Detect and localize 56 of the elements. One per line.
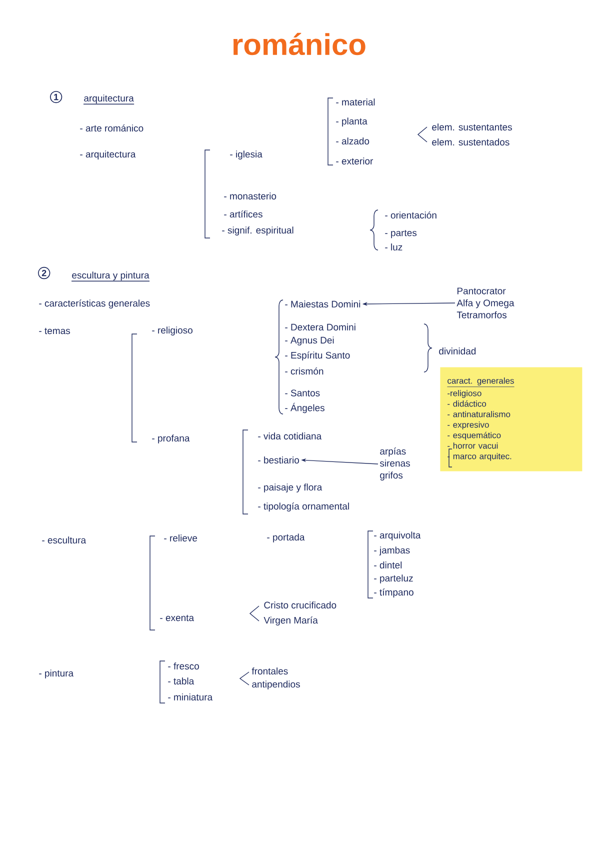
note-text: - signif. espiritual xyxy=(222,226,294,236)
note-text: - miniatura xyxy=(168,694,213,700)
circled-number: 2 xyxy=(38,266,50,280)
sticky-note: caract. generales -religioso - didáctico - antinaturalismo - expresivo - esquemático - horror vacui - marco arquitec. xyxy=(440,367,582,472)
note-text: - Espíritu Santo xyxy=(285,352,350,360)
note-text: - Dextera Domini xyxy=(285,324,356,330)
note-text: - exenta xyxy=(160,614,194,622)
note-text: - Ángeles xyxy=(285,402,324,414)
title: románico xyxy=(233,32,366,56)
note-text: elem. sustentados xyxy=(432,138,510,146)
note-text: - Maiestas Domini xyxy=(285,300,360,308)
note-text: - relieve xyxy=(164,534,198,542)
note-text: - escultura xyxy=(42,536,86,544)
note-text: - artífices xyxy=(224,210,262,218)
section-heading: arquitectura xyxy=(83,94,134,104)
note-text: - portada xyxy=(267,534,305,542)
note-text: - características generales xyxy=(39,300,150,308)
note-text: - luz xyxy=(385,244,402,250)
note-text: - arte románico xyxy=(80,124,144,132)
note-text: antipendios xyxy=(252,680,300,690)
note-text: - iglesia xyxy=(230,150,262,160)
note-text: - tímpano xyxy=(374,588,414,598)
note-text: - planta xyxy=(336,118,368,126)
note-text: - parteluz xyxy=(374,574,413,584)
note-text: - fresco xyxy=(168,662,199,670)
note-text: - temas xyxy=(39,328,70,334)
note-text: elem. sustentantes xyxy=(432,124,512,130)
note-text: - Santos xyxy=(285,390,320,396)
note-text: - arquitectura xyxy=(80,150,136,160)
note-text: - pintura xyxy=(39,670,74,678)
note-text: - jambas xyxy=(374,546,410,556)
note-text: - material xyxy=(336,98,375,106)
note-text: - monasterio xyxy=(224,192,276,200)
note-text: - bestiario xyxy=(258,456,299,464)
note-text: arpías sirenas grifos xyxy=(380,448,410,480)
note-text: - partes xyxy=(385,230,417,238)
note-text: - vida cotidiana xyxy=(258,432,322,440)
note-text: Virgen María xyxy=(264,616,318,626)
circled-number: 1 xyxy=(50,90,62,104)
note-text: - arquivolta xyxy=(374,532,421,540)
note-text: - tabla xyxy=(168,678,194,684)
note-text: Pantocrator Alfa y Omega Tetramorfos xyxy=(456,288,514,318)
note-text: - exterior xyxy=(336,158,373,164)
note-text: frontales xyxy=(252,668,288,674)
note-text: - religioso xyxy=(152,326,192,336)
note-text: Cristo crucificado xyxy=(264,602,336,608)
note-text: - profana xyxy=(152,434,190,444)
note-text: - crismón xyxy=(285,367,324,375)
note-text: - orientación xyxy=(385,211,436,219)
note-text: - Agnus Dei xyxy=(285,336,334,346)
note-text: - tipología ornamental xyxy=(258,502,349,512)
note-text: - paisaje y flora xyxy=(258,484,322,492)
note-text: - alzado xyxy=(336,138,370,144)
note-text: - dintel xyxy=(374,562,402,568)
section-heading: escultura y pintura xyxy=(71,272,150,282)
note-text: divinidad xyxy=(439,348,476,354)
